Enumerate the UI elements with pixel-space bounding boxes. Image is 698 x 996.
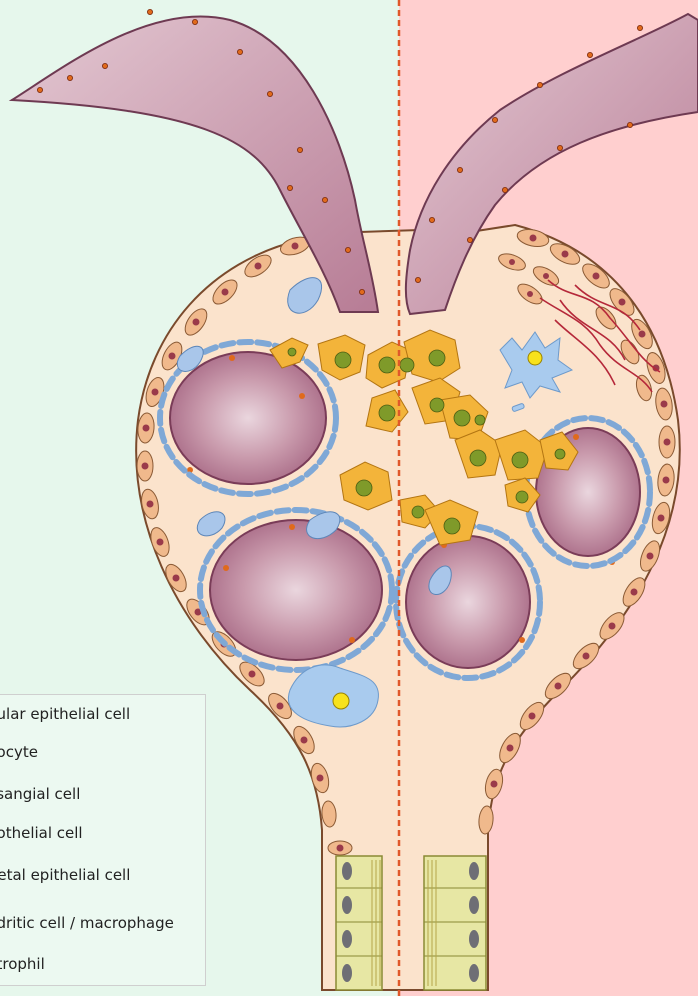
- capillary-loop-lower-left: [210, 520, 382, 660]
- capillary-loop-lower-center: [406, 536, 530, 668]
- legend-item: dothelial cell: [0, 824, 83, 842]
- legend-item: rietal epithelial cell: [0, 866, 130, 884]
- legend-item: bular epithelial cell: [0, 705, 130, 723]
- legend-item: utrophil: [0, 955, 45, 973]
- legend-item: docyte: [0, 743, 38, 761]
- legend-item: ndritic cell / macrophage: [0, 914, 174, 932]
- capillary-loop-upper-left: [170, 352, 326, 484]
